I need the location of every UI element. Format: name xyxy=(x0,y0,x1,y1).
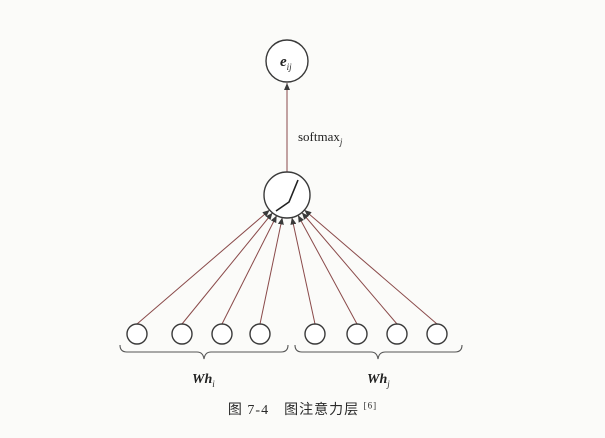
caption-text: 图 7-4 图注意力层 xyxy=(227,403,364,418)
input-edge-j-4 xyxy=(304,209,438,325)
activation-label: softmaxj xyxy=(298,129,343,147)
figure-caption: 图 7-4 图注意力层 [6] xyxy=(0,399,605,419)
input-edge-i-2 xyxy=(181,212,273,325)
input-nodes xyxy=(126,323,448,345)
input-edge-j-1 xyxy=(290,217,316,325)
input-edge-i-4 xyxy=(259,217,284,325)
input-edges xyxy=(136,209,438,325)
input-edge-j-3 xyxy=(301,212,398,325)
input-node-j-2 xyxy=(346,323,368,345)
input-edge-i-1 xyxy=(136,209,270,325)
input-node-j-3 xyxy=(386,323,408,345)
attention-activation-node xyxy=(263,171,311,219)
input-edge-i-3 xyxy=(221,215,278,325)
right-group-label: Whj xyxy=(367,372,390,389)
input-node-j-1 xyxy=(304,323,326,345)
input-node-i-1 xyxy=(126,323,148,345)
left-group-label: Whi xyxy=(192,372,215,389)
input-node-i-3 xyxy=(211,323,233,345)
right-group-brace xyxy=(294,344,463,360)
input-edge-j-2 xyxy=(297,214,358,325)
caption-reference: [6] xyxy=(363,400,378,411)
output-node xyxy=(265,39,309,83)
output-node-label: eij xyxy=(280,54,292,72)
leaky-relu-icon xyxy=(275,179,299,212)
input-node-i-2 xyxy=(171,323,193,345)
input-node-i-4 xyxy=(249,323,271,345)
left-group-brace xyxy=(119,344,289,360)
input-node-j-4 xyxy=(426,323,448,345)
